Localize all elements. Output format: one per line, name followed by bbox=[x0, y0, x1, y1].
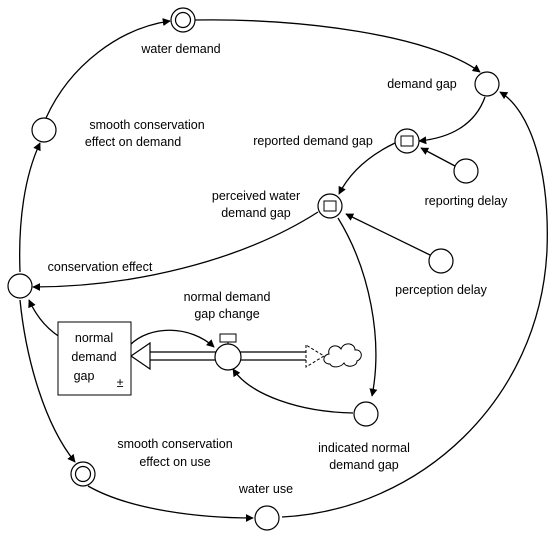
node-demand-gap[interactable] bbox=[474, 71, 500, 97]
label-perceived-line1: perceived water bbox=[212, 189, 300, 203]
label-normal-change-line1: normal demand bbox=[184, 290, 271, 304]
link-smooth-use-to-water-use bbox=[87, 485, 254, 522]
link-perceived-to-indicated bbox=[337, 217, 378, 397]
link-conservation-to-smooth-use bbox=[19, 299, 76, 463]
label-normal-change-line2: gap change bbox=[194, 307, 259, 321]
node-perception-delay[interactable] bbox=[428, 248, 454, 274]
label-indicated-line2: demand gap bbox=[329, 458, 399, 472]
node-smooth-conservation-effect-on-demand[interactable] bbox=[31, 117, 57, 143]
node-water-demand[interactable] bbox=[170, 7, 196, 33]
link-demand-gap-to-reported bbox=[418, 96, 486, 145]
link-water-use-to-demand-gap bbox=[281, 91, 548, 518]
link-indicated-to-flow bbox=[232, 368, 354, 414]
label-perceived-line2: demand gap bbox=[221, 206, 291, 220]
label-indicated-line1: indicated normal bbox=[318, 441, 410, 455]
node-reporting-delay[interactable] bbox=[453, 158, 479, 184]
flow-valve-icon[interactable] bbox=[214, 333, 242, 371]
link-perception-delay-to-perceived bbox=[345, 213, 431, 256]
node-conservation-effect[interactable] bbox=[7, 273, 33, 299]
node-smooth-conservation-effect-on-use[interactable] bbox=[70, 461, 96, 487]
link-conservation-to-smooth-demand bbox=[19, 142, 41, 273]
flow-arrowhead bbox=[129, 341, 151, 371]
link-reporting-delay-to-reported bbox=[420, 147, 456, 167]
node-water-use[interactable] bbox=[254, 505, 280, 531]
stock-label-line1: normal bbox=[75, 331, 113, 345]
label-conservation-effect: conservation effect bbox=[48, 260, 153, 274]
label-reporting-delay: reporting delay bbox=[425, 194, 508, 208]
node-reported-demand-gap[interactable] bbox=[394, 128, 420, 154]
node-perceived-water-demand-gap[interactable] bbox=[317, 193, 343, 219]
label-smooth-use-line2: effect on use bbox=[139, 455, 210, 469]
link-water-demand-to-demand-gap bbox=[194, 19, 481, 73]
link-reported-to-perceived bbox=[338, 142, 396, 195]
label-smooth-use-line1: smooth conservation bbox=[117, 437, 232, 451]
label-water-use: water use bbox=[238, 482, 293, 496]
label-water-demand: water demand bbox=[140, 42, 220, 56]
link-smooth-demand-to-water-demand bbox=[45, 18, 171, 119]
stock-label-line2: demand bbox=[71, 350, 116, 364]
node-indicated-normal-demand-gap[interactable] bbox=[353, 401, 379, 427]
cloud-icon bbox=[323, 343, 362, 368]
stock-label-line3: gap bbox=[74, 369, 95, 383]
flow-source-arrow bbox=[305, 344, 325, 368]
stock-sign: ± bbox=[117, 376, 124, 390]
label-demand-gap: demand gap bbox=[387, 77, 457, 91]
link-perceived-to-conservation bbox=[32, 211, 319, 291]
label-smooth-demand-line2: effect on demand bbox=[85, 135, 181, 149]
label-reported-demand-gap: reported demand gap bbox=[253, 134, 373, 148]
stock-normal-demand-gap[interactable] bbox=[57, 321, 132, 396]
label-smooth-demand-line1: smooth conservation bbox=[89, 118, 204, 132]
label-perception-delay: perception delay bbox=[395, 283, 487, 297]
link-stock-to-flow bbox=[129, 329, 215, 348]
